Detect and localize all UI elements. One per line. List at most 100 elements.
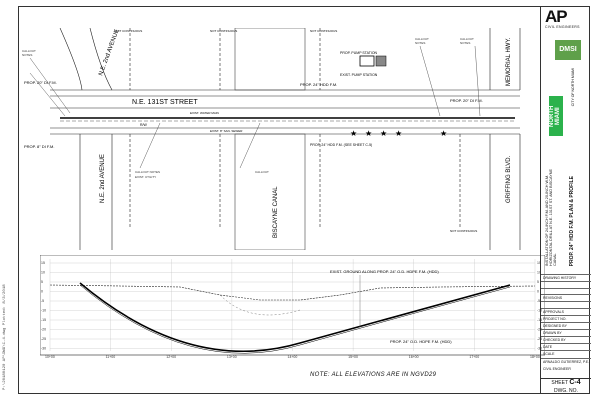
engineer-name: ARNALDO GUTIERREZ, P.E. CIVIL ENGINEER — [541, 358, 591, 371]
revisions-header: REVISIONS — [541, 294, 591, 301]
elevation-tick-label: -15 — [41, 318, 46, 322]
sheet-number-box: SHEET C-4 DWG. NO. — [541, 378, 591, 395]
highway-label: MEMORIAL HWY. — [506, 37, 512, 86]
break-label-1: NOT CONTINUOUS — [115, 29, 142, 33]
elevation-tick-label: 10 — [537, 271, 541, 275]
hdd-note: PROP. 24" HDD F.M. (SEE SHEET C-5) — [310, 143, 372, 147]
approvals-table: APPROVALS PROJECT NO. DESIGNED BY DRAWN … — [541, 308, 591, 357]
pump-station-box — [359, 55, 375, 67]
svg-text:CALLOUT: CALLOUT — [460, 37, 474, 41]
svg-text:NOTES: NOTES — [22, 53, 32, 57]
city-label: CITY OF NORTH MIAMI — [571, 68, 575, 107]
elevation-tick-label: -20 — [537, 328, 542, 332]
street-label: N.E. 131ST STREET — [132, 99, 198, 106]
sheet-number: C-4 — [569, 379, 581, 386]
svg-text:★: ★ — [350, 129, 357, 138]
fm-left2-label: PROP. 8" DI F.M. — [24, 144, 54, 149]
elevation-note: NOTE: ALL ELEVATIONS ARE IN NGVD29 — [310, 372, 437, 378]
station-tick-label: 13+00 — [227, 355, 237, 359]
profile-view: 15 15 10 10 5 5 0 0 -5 -5 -10 -10 -15 -15 -20 -20 -25 -25… — [40, 255, 545, 359]
exist-pump-station-label: EXIST. PUMP STATION — [340, 73, 378, 77]
drawing-sheet — [18, 6, 590, 394]
tb-row: DATE — [541, 343, 591, 350]
elevation-tick-label: -25 — [537, 337, 542, 341]
pump-station-label: PROP. PUMP STATION — [340, 51, 378, 55]
elevation-tick-label: -10 — [537, 309, 542, 313]
marker-stars: ★ ★ ★ ★ ★ — [350, 129, 447, 138]
ground-line — [49, 284, 536, 301]
elevation-tick-label: 0 — [41, 290, 43, 294]
engineer-block: ARNALDO GUTIERREZ, P.E. CIVIL ENGINEER — [541, 358, 591, 373]
station-tick-label: 17+00 — [469, 355, 479, 359]
elevation-tick-label: -25 — [41, 337, 46, 341]
svg-text:CALLOUT: CALLOUT — [415, 37, 429, 41]
north-miami-logo: NORTH MIAMI — [549, 96, 563, 136]
svg-text:★: ★ — [440, 129, 447, 138]
drawing-history-table: DRAWING HISTORY — [541, 274, 591, 295]
sheet-title: PROP. 24" HDD F.M. PLAN & PROFILE — [569, 176, 575, 267]
station-tick-label: 14+00 — [288, 355, 298, 359]
firm-logo: AP CIVIL ENGINEERS — [545, 8, 587, 30]
station-tick-label: 11+00 — [106, 355, 116, 359]
revisions-table: REVISIONS — [541, 294, 591, 308]
station-tick-label: 16+00 — [409, 355, 419, 359]
elevation-tick-label: 15 — [41, 261, 45, 265]
dwg-number: DWG. NO. — [554, 388, 578, 394]
elevation-tick-label: 0 — [537, 290, 539, 294]
tb-row: DESIGNED BY — [541, 322, 591, 329]
title-block: AP CIVIL ENGINEERS DMSI CITY OF NORTH MI… — [540, 6, 591, 395]
approvals-header: APPROVALS — [541, 308, 591, 315]
dmsi-logo: DMSI — [555, 40, 581, 60]
avenue-label-bottom: N.E. 2nd AVENUE — [100, 154, 106, 203]
svg-text:★: ★ — [380, 129, 387, 138]
svg-text:EXIST. UTILITY: EXIST. UTILITY — [135, 175, 156, 179]
fm-left-label: PROP. 20" DI F.M. — [24, 80, 57, 85]
canal-label: BISCAYNE CANAL — [273, 186, 279, 238]
station-tick-label: 15+00 — [348, 355, 358, 359]
elevation-tick-label: -20 — [41, 328, 46, 332]
svg-text:★: ★ — [365, 129, 372, 138]
tb-row: PROJECT NO. — [541, 315, 591, 322]
elevation-tick-label: 5 — [537, 280, 539, 284]
break-label-3: NOT CONTINUOUS — [310, 29, 337, 33]
exist-sewer-label: EXIST. 8" SAN. SEWER — [210, 129, 243, 133]
exist-water-main-label: EXIST. WATER MAIN — [190, 111, 219, 115]
elevation-tick-label: 5 — [41, 280, 43, 284]
svg-text:NOTES: NOTES — [460, 41, 470, 45]
fm-right-label: PROP. 20" DI F.M. — [450, 98, 483, 103]
hdd-pipe — [79, 282, 511, 353]
station-tick-label: 10+00 — [45, 355, 55, 359]
plot-path-note: P:\20180120 AP\DWG\C-4.dwg Plotted: 8/3/… — [3, 284, 7, 390]
svg-text:★: ★ — [395, 129, 402, 138]
svg-text:CALLOUT NOTES: CALLOUT NOTES — [135, 170, 160, 174]
station-tick-label: 18+00 — [530, 355, 540, 359]
svg-text:CALLOUT: CALLOUT — [255, 170, 269, 174]
pipe-label: PROP. 24" O.D. HDPE F.M. (HDD) — [390, 339, 452, 344]
elevation-tick-label: -5 — [41, 299, 44, 303]
tb-row: CHECKED BY — [541, 336, 591, 343]
svg-text:NOTES: NOTES — [415, 41, 425, 45]
tb-row: DRAWN BY — [541, 329, 591, 336]
ground-label: EXIST. GROUND ALONG PROP. 24" O.D. HDPE … — [330, 269, 439, 274]
row-label: R/W — [140, 123, 148, 127]
elevation-tick-label: -15 — [537, 318, 542, 322]
fm-main-label: PROP. 24" HDD F.M. — [300, 82, 337, 87]
break-label-4: NOT CONTINUOUS — [450, 229, 477, 233]
station-tick-label: 12+00 — [166, 355, 176, 359]
elevation-tick-label: -30 — [41, 347, 46, 351]
sheet-label: SHEET — [551, 380, 568, 386]
svg-text:CALLOUT: CALLOUT — [22, 49, 36, 53]
firm-sub: CIVIL ENGINEERS — [545, 25, 580, 29]
elevation-tick-label: -10 — [41, 309, 46, 313]
elevation-tick-label: -5 — [537, 299, 540, 303]
blvd-label: GRIFFING BLVD. — [506, 155, 512, 203]
tb-row: SCALE — [541, 350, 591, 357]
project-title: INSTALLATION OF 24-INCH F.M. AND 20-INCH… — [545, 168, 557, 266]
elevation-tick-label: 10 — [41, 271, 45, 275]
elevation-tick-label: 15 — [537, 261, 541, 265]
break-label-2: NOT CONTINUOUS — [210, 29, 237, 33]
elevation-tick-label: -30 — [537, 347, 542, 351]
firm-name: AP — [545, 7, 568, 26]
avenue-label-top: N.E. 2nd AVENUE — [98, 29, 120, 77]
